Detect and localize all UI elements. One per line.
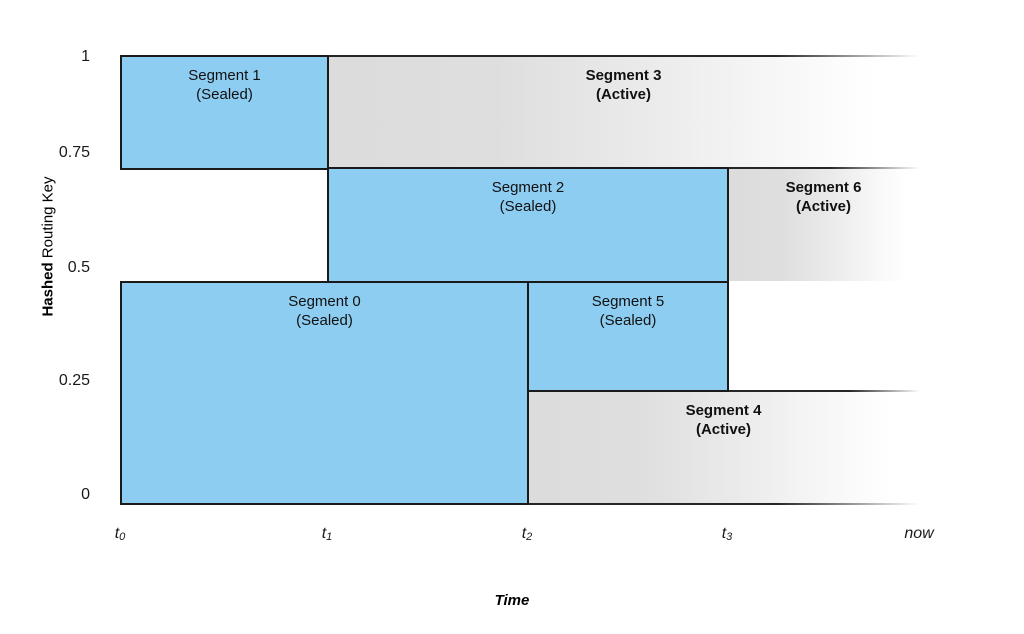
segment-6-state: (Active) <box>795 198 851 215</box>
segment-2-region[interactable]: Segment 2 (Sealed) <box>327 167 729 283</box>
segment-6-name: Segment 6 <box>785 179 862 196</box>
y-axis-title: Hashed Routing Key <box>40 137 57 357</box>
x-tick-t0-text: t0 <box>114 525 126 543</box>
segment-3-name: Segment 3 <box>585 67 662 84</box>
segment-4-region[interactable]: Segment 4 (Active) <box>527 392 920 505</box>
segment-5-name: Segment 5 <box>591 293 665 310</box>
y-tick-1: 1 <box>81 48 90 65</box>
segment-6-region[interactable]: Segment 6 (Active) <box>727 169 920 281</box>
x-tick-now: now <box>904 525 934 542</box>
segment-0-name: Segment 0 <box>288 293 361 310</box>
y-tick-0.5: 0.5 <box>67 259 90 276</box>
segment-5-region[interactable]: Segment 5 (Sealed) <box>527 281 729 392</box>
y-tick-0: 0 <box>81 486 90 503</box>
segment-2-state: (Sealed) <box>499 198 557 215</box>
y-axis-title-regular: Routing Key <box>39 176 57 263</box>
x-tick-t3-text: t3 <box>721 525 733 543</box>
segment-4-name: Segment 4 <box>685 402 762 419</box>
segment-1-name: Segment 1 <box>188 67 261 84</box>
segment-3-region[interactable]: Segment 3 (Active) <box>327 57 920 168</box>
top-axis-rule <box>120 55 920 57</box>
segment-0-state: (Sealed) <box>296 312 353 329</box>
x-tick-t1-text: t1 <box>321 525 333 543</box>
x-tick-t0: t0 <box>85 525 155 544</box>
x-tick-t2: t2 <box>492 525 562 544</box>
segment-5-state: (Sealed) <box>599 312 657 329</box>
segment-2-name: Segment 2 <box>491 179 565 196</box>
x-axis-title: Time <box>494 592 530 609</box>
segment-0-region[interactable]: Segment 0 (Sealed) <box>120 281 529 505</box>
segment-3-state: (Active) <box>595 86 651 103</box>
segment-4-state: (Active) <box>695 421 751 438</box>
y-tick-0.75: 0.75 <box>58 144 90 161</box>
x-tick-t3: t3 <box>692 525 762 544</box>
segment-1-state: (Sealed) <box>196 86 253 103</box>
segment-1-region[interactable]: Segment 1 (Sealed) <box>120 55 329 170</box>
y-tick-0.25: 0.25 <box>58 372 90 389</box>
x-tick-t1: t1 <box>292 525 362 544</box>
x-tick-t2-text: t2 <box>521 525 533 543</box>
